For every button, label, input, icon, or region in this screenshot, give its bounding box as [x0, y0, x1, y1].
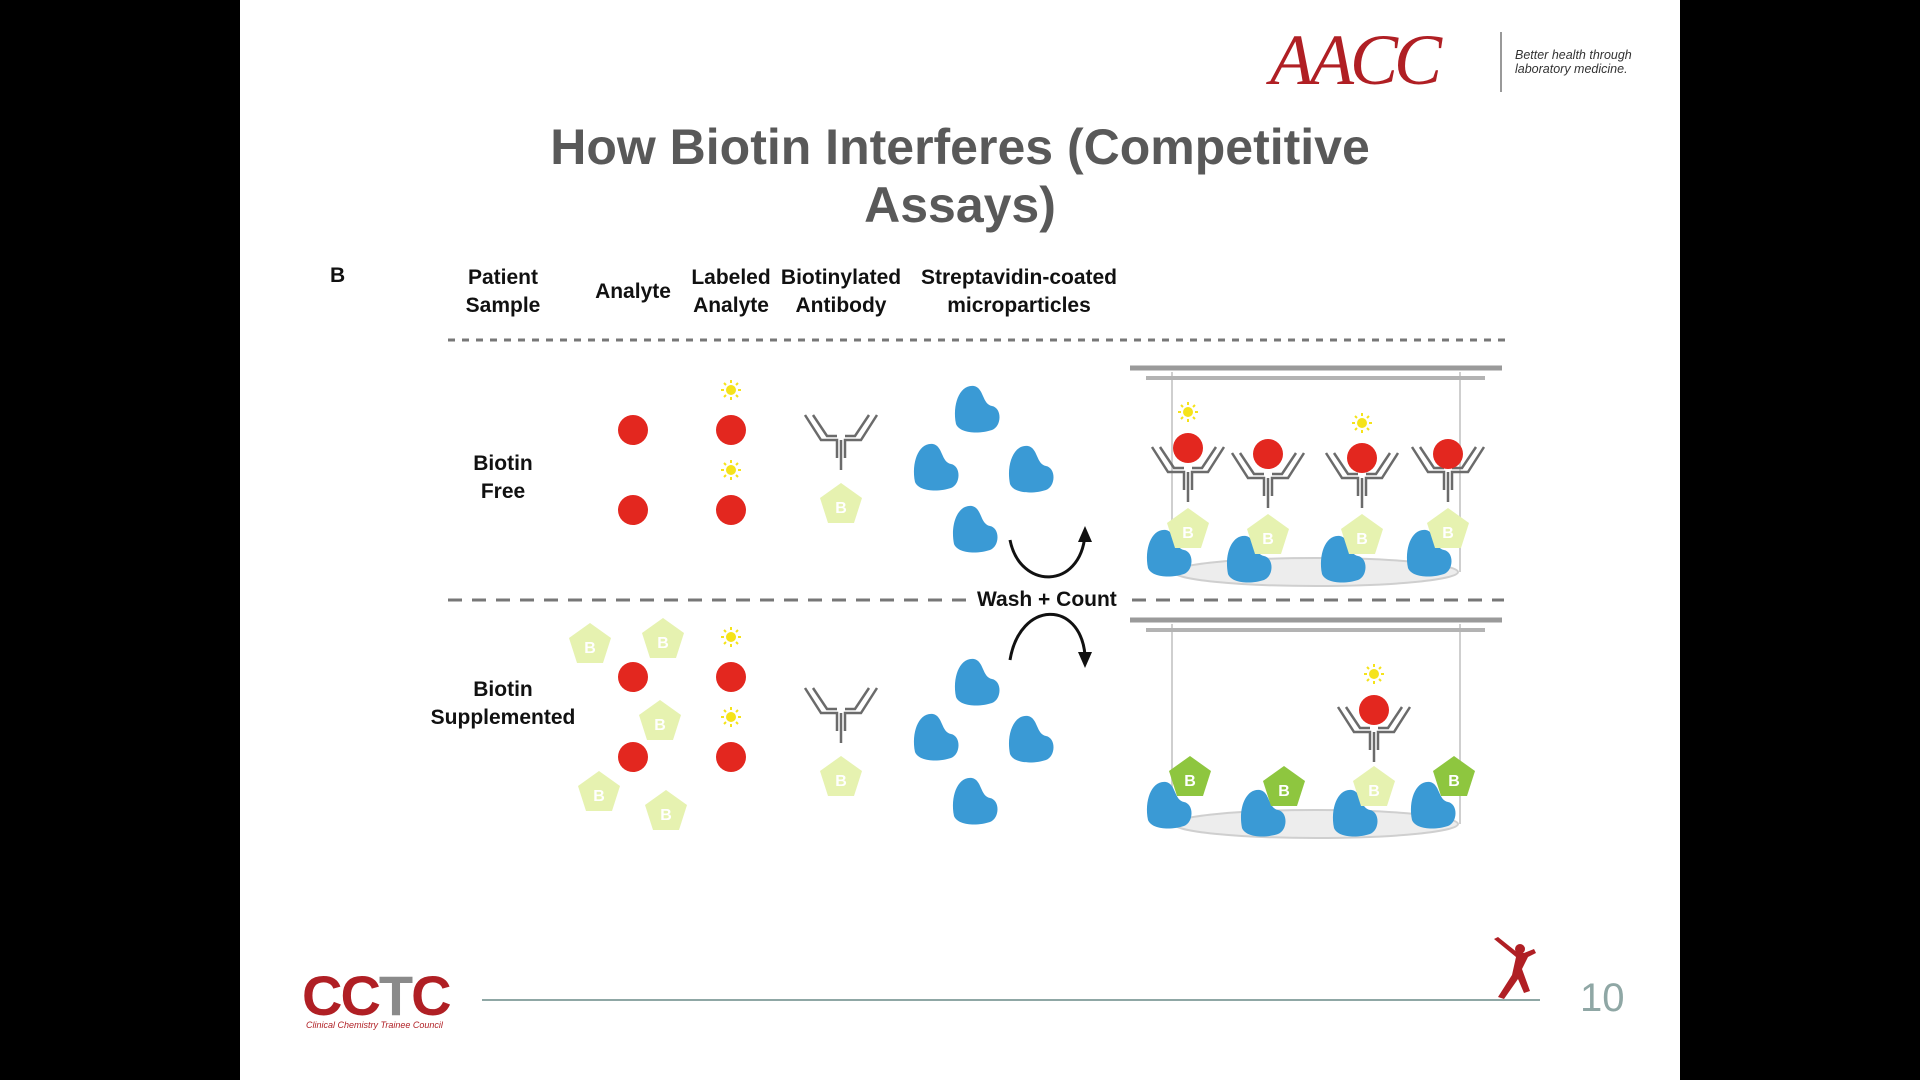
streptavidin-particle: [913, 443, 959, 491]
footer-divider: [482, 999, 1540, 1001]
aacc-tagline-line2: laboratory medicine.: [1515, 62, 1628, 76]
cctc-logo: CCTC Clinical Chemistry Trainee Council: [302, 968, 472, 1032]
col-header-patient-sample-l2: Sample: [466, 294, 541, 317]
analyte-dot: [618, 742, 648, 772]
col-header-streptavidin-l2: microparticles: [947, 294, 1091, 317]
col-header-patient-sample-l1: Patient: [468, 266, 538, 289]
slide-title: How Biotin Interferes (Competitive Assay…: [550, 119, 1370, 233]
labeled-analyte-dot: [1173, 433, 1203, 463]
aacc-logo-wordmark: AACC: [1270, 20, 1442, 100]
col-header-analyte: Analyte: [595, 280, 671, 303]
wash-count-label: Wash + Count: [977, 588, 1117, 611]
biotin-letter: B: [584, 640, 596, 657]
page-number: 10: [1580, 976, 1625, 1020]
streptavidin-particle: [952, 777, 998, 825]
label-sun-icon: [720, 626, 742, 648]
biotin-competitive-assay-diagram: B Patient Sample Analyte Labeled Analyte…: [330, 264, 1510, 839]
col-header-labeled-analyte-l2: Analyte: [693, 294, 769, 317]
streptavidin-particle: [954, 385, 1000, 433]
aacc-logo-tagline: Better health through laboratory medicin…: [1515, 48, 1665, 76]
wash-arrow-top: [1008, 534, 1087, 579]
labeled-analyte-dot: [1359, 695, 1389, 725]
labeled-analyte-dot: [716, 495, 746, 525]
wash-arrow-bottom-head: [1078, 652, 1092, 668]
col-header-streptavidin-l1: Streptavidin-coated: [921, 266, 1117, 289]
streptavidin-particle: [954, 658, 1000, 706]
biotinylated-antibody-icon: [803, 686, 879, 745]
slide: AACC Better health through laboratory me…: [240, 0, 1680, 1080]
label-sun-icon: [720, 459, 742, 481]
label-sun-icon: [720, 379, 742, 401]
col-header-biotinylated-antibody-l2: Antibody: [796, 294, 887, 317]
row-label-biotin-free-l2: Free: [481, 480, 525, 503]
analyte-dot: [1433, 439, 1463, 469]
analyte-dot: [618, 495, 648, 525]
labeled-analyte-dot: [716, 662, 746, 692]
cctc-wordmark-red2: C: [411, 964, 451, 1027]
streptavidin-particle: [1008, 715, 1054, 763]
biotin-letter: B: [654, 717, 666, 734]
cctc-logo-wordmark: CCTC: [302, 968, 452, 1024]
label-sun-icon: [720, 706, 742, 728]
label-sun-icon: [1351, 412, 1373, 434]
label-sun-icon: [1177, 401, 1199, 423]
streptavidin-particle: [952, 505, 998, 553]
aacc-logo: AACC Better health through laboratory me…: [1270, 24, 1660, 96]
biotin-letter: B: [660, 807, 672, 824]
biotin-letter: B: [657, 635, 669, 652]
biotin-letter: B: [593, 788, 605, 805]
biotin-letter: B: [1448, 773, 1460, 790]
biotin-letter: B: [1356, 531, 1368, 548]
biotin-letter: B: [1442, 525, 1454, 542]
biotin-letter: B: [835, 500, 847, 517]
aacc-tagline-line1: Better health through: [1515, 48, 1632, 62]
analyte-dot: [618, 415, 648, 445]
runner-figure-icon: [1494, 937, 1536, 999]
cctc-wordmark-red: CC: [302, 964, 381, 1027]
biotinylated-antibody-icon: [803, 413, 879, 472]
analyte-dot: [1253, 439, 1283, 469]
streptavidin-particle: [1008, 445, 1054, 493]
panel-label: B: [330, 264, 345, 287]
wash-arrow-bottom: [1008, 612, 1087, 661]
biotin-letter: B: [1368, 783, 1380, 800]
row-label-biotin-supplemented-l2: Supplemented: [431, 706, 576, 729]
biotin-letter: B: [1278, 783, 1290, 800]
wash-arrow-top-head: [1078, 526, 1092, 542]
row-label-biotin-supplemented-l1: Biotin: [473, 678, 532, 701]
aacc-logo-divider: [1500, 32, 1502, 92]
biotin-letter: B: [1262, 531, 1274, 548]
labeled-analyte-dot: [716, 742, 746, 772]
col-header-biotinylated-antibody-l1: Biotinylated: [781, 266, 901, 289]
cctc-logo-tagline: Clinical Chemistry Trainee Council: [306, 1020, 443, 1030]
row-label-biotin-free-l1: Biotin: [473, 452, 532, 475]
biotin-letter: B: [1184, 773, 1196, 790]
analyte-dot: [618, 662, 648, 692]
label-sun-icon: [1363, 663, 1385, 685]
cctc-wordmark-grey: T: [378, 964, 413, 1027]
biotin-letter: B: [835, 773, 847, 790]
labeled-analyte-dot: [1347, 443, 1377, 473]
biotin-letter: B: [1182, 525, 1194, 542]
col-header-labeled-analyte-l1: Labeled: [691, 266, 770, 289]
labeled-analyte-dot: [716, 415, 746, 445]
streptavidin-particle: [913, 713, 959, 761]
